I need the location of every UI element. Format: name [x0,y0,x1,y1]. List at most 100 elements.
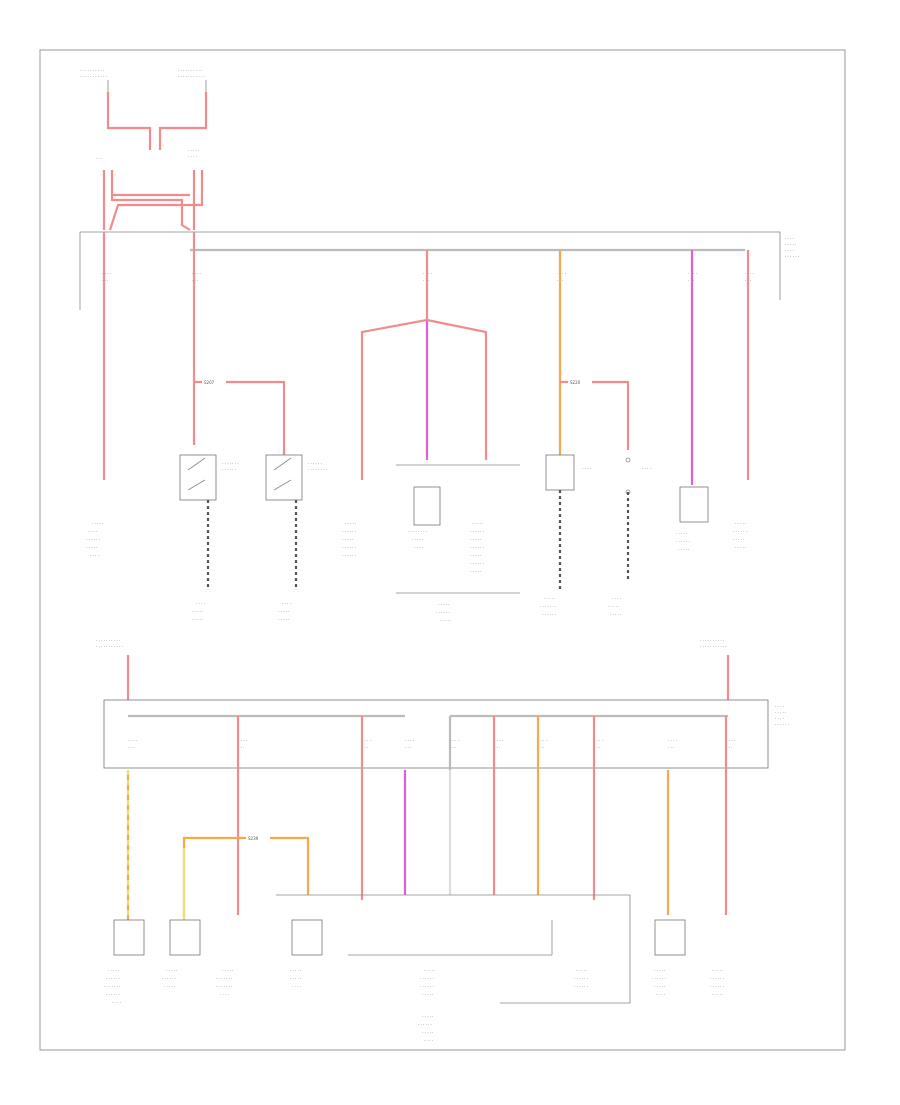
splice-labels-row-2: S239 [246,834,270,842]
svg-text:· · · · ·: · · · · · [712,992,723,997]
svg-text:· · · ·: · · · · [785,248,794,253]
svg-text:· · · · ·: · · · · · [192,617,203,622]
svg-text:· · · · · ·: · · · · · · [106,976,120,981]
svg-text:· · · · · ·: · · · · · · [710,984,724,989]
svg-text:· · ·: · · · [538,745,544,750]
svg-text:· · · · ·: · · · · · [108,968,119,973]
svg-text:· · · ·: · · · · [494,738,503,743]
svg-text:· · · ·: · · · · [612,596,621,601]
svg-text:· · · · ·: · · · · · [164,984,175,989]
svg-text:· · · · ·: · · · · · [678,547,689,552]
svg-text:· · · ·: · · · · [128,738,137,743]
svg-text:· · · · · · ·: · · · · · · · [540,604,557,609]
svg-text:· · · · ·: · · · · · [775,710,786,715]
svg-text:· · · · ·: · · · · · [424,968,435,973]
components-row-1: · · · · · · · · · · · · · · · · · · · · … [179,454,709,594]
svg-text:· · · · · ·: · · · · · · [542,612,556,617]
svg-text:· · · ·: · · · · [424,1038,433,1043]
svg-text:· · · · · · ·: · · · · · · · [216,984,233,989]
svg-text:· · · · ·: · · · · · [86,545,97,550]
diagram-frame [39,49,846,1051]
svg-text:· · · ·: · · · · [362,738,371,743]
svg-text:· · · · ·: · · · · · [440,618,451,623]
svg-text:· · · · · ·: · · · · · · [86,537,100,542]
svg-text:· · · · · ·: · · · · · · [420,984,434,989]
svg-text:· · · · ·: · · · · · [712,968,723,973]
svg-text:· · · · ·: · · · · · [676,531,687,536]
svg-text:· · · · ·: · · · · · [654,968,665,973]
svg-text:· · · · · ·: · · · · · · [676,539,690,544]
svg-text:· · · · · ·: · · · · · · [436,610,450,615]
svg-text:· · · · ·: · · · · · [472,521,483,526]
svg-text:· · · · ·: · · · · · [470,569,481,574]
svg-text:· · · ·: · · · · [450,738,459,743]
svg-text:· · · ·: · · · · [238,738,247,743]
splice-label: S220 [570,380,581,385]
svg-text:· · · ·: · · · · [594,738,603,743]
svg-text:· · ·: · · · [362,745,368,750]
svg-text:· · · · · ·: · · · · · · [162,976,176,981]
svg-text:· · · · ·: · · · · · [278,617,289,622]
svg-text:· · · ·: · · · · [405,738,414,743]
svg-text:· · · · ·: · · · · · [735,521,746,526]
svg-text:· · · · ·: · · · · · [785,242,796,247]
svg-text:· · · · · ·: · · · · · · [470,545,484,550]
svg-text:· · · ·: · · · · [414,545,423,550]
svg-text:· · · · ·: · · · · · [576,968,587,973]
svg-text:· · ·: · · · [102,278,108,283]
svg-text:· · · ·: · · · · [582,466,591,471]
svg-text:· · · · · ·: · · · · · · [342,529,356,534]
svg-text:· · ·: · · · [238,745,244,750]
svg-text:· · · · ·: · · · · · [92,521,103,526]
svg-text:· · ·: · · · [668,745,674,750]
svg-text:· · ·: · · · [594,745,600,750]
svg-text:· · · · · · · · · · ·: · · · · · · · · · · · [96,644,123,649]
svg-text:· · · · · · · · · ·: · · · · · · · · · · [96,638,120,643]
svg-text:· · · · · ·: · · · · · · [574,976,588,981]
svg-text:· · · ·: · · · · [775,704,784,709]
svg-text:· · · ·: · · · · [292,984,301,989]
svg-text:· · · ·: · · · · [656,992,665,997]
splice-label: S207 [204,380,215,385]
svg-text:· · · · ·: · · · · · [422,1030,433,1035]
splice-label: S239 [248,836,259,841]
svg-text:· · · · · ·: · · · · · · [710,976,724,981]
svg-text:· · · · · ·: · · · · · · [733,529,747,534]
svg-text:· · · ·: · · · · [785,236,794,241]
svg-text:· · · · · ·: · · · · · · [574,984,588,989]
svg-text:· · · · ·: · · · · · [188,148,199,153]
fuse-box-1: · · · · · · · · · · · · · · · · · · · [79,231,799,310]
svg-text:· · ·: · · · [128,745,134,750]
svg-text:· · · · ·: · · · · · [733,537,744,542]
svg-text:· · · · · ·: · · · · · · [308,461,322,466]
svg-text:· · · · · ·: · · · · · · [470,561,484,566]
fuse-block-labels: · · · · · · · · · · · · [96,148,199,161]
svg-text:· · · ·: · · · · [90,553,99,558]
svg-text:· · · ·: · · · · [538,738,547,743]
svg-text:· · · · · · · · · · ·: · · · · · · · · · · · [700,644,727,649]
svg-text:· · · · · ·: · · · · · · [342,545,356,550]
svg-text:· · · ·: · · · · [282,601,291,606]
svg-text:· · · ·: · · · · [745,271,754,276]
svg-text:· · · · · · · · · ·: · · · · · · · · · · [178,68,202,73]
svg-text:· · · · ·: · · · · · [470,553,481,558]
svg-text:· · · · · · · · · ·: · · · · · · · · · · [80,68,104,73]
svg-text:· · ·: · · · [96,156,102,161]
svg-text:· · · · · ·: · · · · · · [652,976,666,981]
svg-text:· · · · · · · · · ·: · · · · · · · · · · [700,638,724,643]
svg-text:· · · · ·: · · · · · [610,612,621,617]
svg-text:· · · · · · ·: · · · · · · · [216,976,233,981]
battery-feed-wires [102,92,208,231]
svg-text:· · · · ·: · · · · · [422,992,433,997]
svg-text:· · · · ·: · · · · · [412,537,423,542]
svg-text:· · · ·: · · · · [196,601,205,606]
component-labels-row-2: · · · · · · · · · · · · · · · · · · · · · ·… [104,968,724,1043]
svg-text:· · · · · ·: · · · · · · [420,976,434,981]
svg-text:· · · · ·: · · · · · [342,537,353,542]
svg-text:· · · · · ·: · · · · · · [342,553,356,558]
circuit-wires-row-1 [102,232,750,485]
svg-text:· · · · ·: · · · · · [544,596,555,601]
svg-text:· · · ·: · · · · [557,271,566,276]
components-row-2 [113,919,686,956]
